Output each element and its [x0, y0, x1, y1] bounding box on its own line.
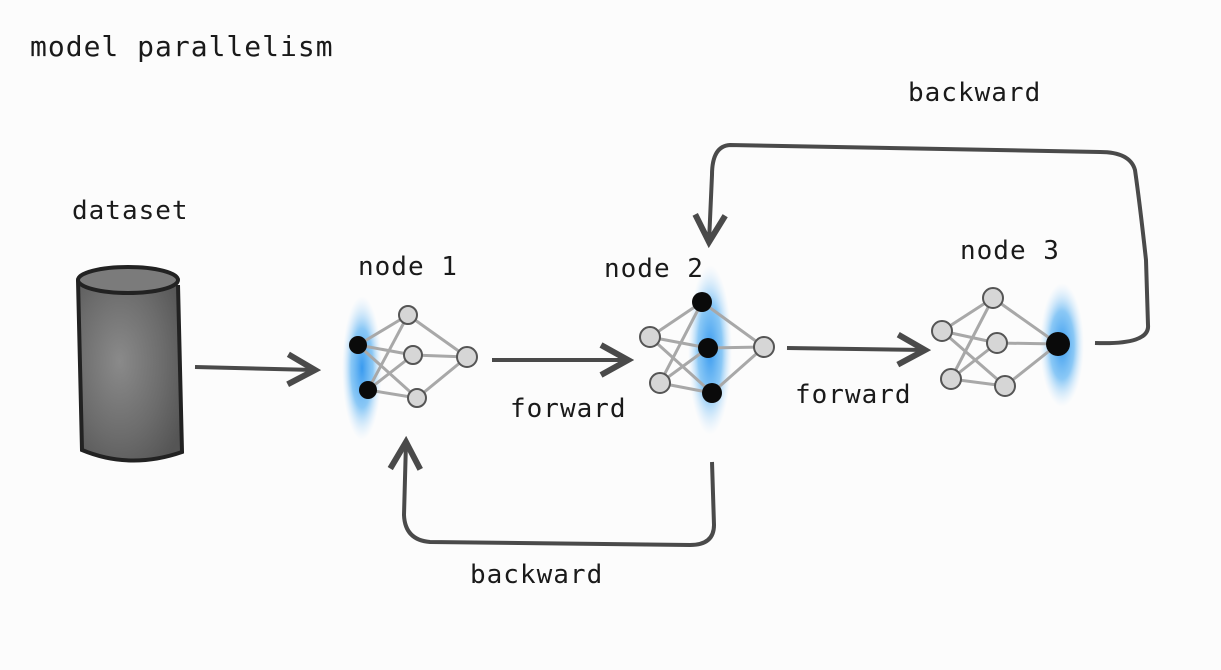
arrow-backward-bottom [404, 442, 717, 548]
neuron [349, 336, 367, 354]
backward-label-top: backward [908, 78, 1042, 108]
dataset-cylinder [76, 265, 185, 463]
neuron [940, 368, 962, 390]
arrow-dataset-to-node1 [194, 367, 315, 370]
node2-label: node 2 [604, 254, 704, 284]
node1-highlight [342, 296, 382, 440]
neuron [1046, 332, 1070, 356]
forward-label-2: forward [795, 380, 912, 410]
neuron [986, 332, 1008, 354]
neuron [702, 383, 722, 403]
node3-label: node 3 [960, 236, 1060, 266]
forward-label-1: forward [510, 394, 627, 424]
neuron [639, 326, 661, 348]
neuron [982, 287, 1004, 309]
node1-label: node 1 [358, 252, 458, 282]
neuron [698, 338, 718, 358]
arrow-forward-2 [786, 348, 925, 350]
node3-network [931, 283, 1084, 407]
node2-network [639, 265, 775, 435]
neuron [398, 305, 418, 325]
neuron [456, 346, 478, 368]
neuron [994, 375, 1016, 397]
neuron [649, 372, 671, 394]
neuron [692, 292, 712, 312]
backward-label-bottom: backward [470, 560, 604, 590]
neuron [407, 388, 427, 408]
neuron [403, 345, 423, 365]
arrow-backward-top [709, 142, 1150, 346]
dataset-label: dataset [72, 196, 189, 226]
neuron [359, 381, 377, 399]
page-title: model parallelism [30, 30, 334, 63]
neuron [931, 320, 953, 342]
node1-network [342, 296, 478, 440]
neuron [753, 336, 775, 358]
